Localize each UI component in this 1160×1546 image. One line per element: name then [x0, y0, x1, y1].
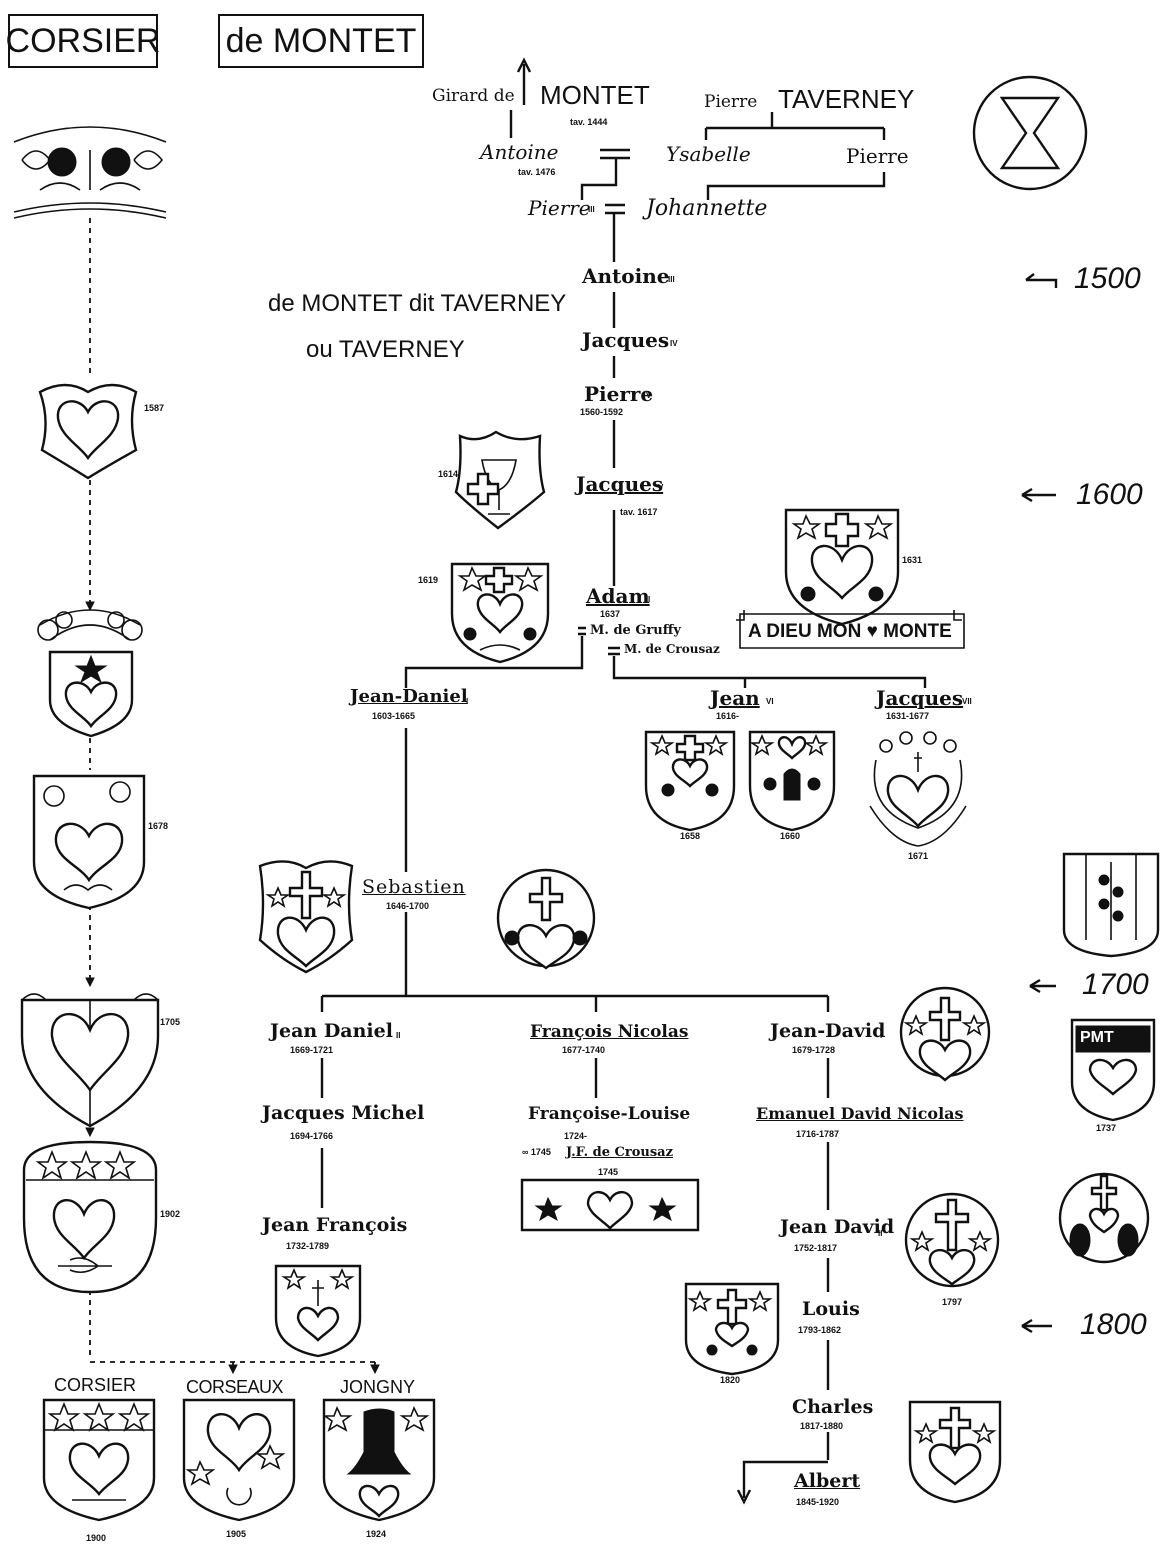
person-taverney: TAVERNEY	[778, 84, 915, 114]
person-antoine1: Antoine	[480, 140, 559, 164]
person-louis-date: 1793-1862	[798, 1325, 842, 1335]
crest-year-1705: 1705	[160, 1017, 181, 1027]
person-francoisnicolas: François Nicolas	[530, 1022, 689, 1042]
demontet-title: de MONTET	[225, 21, 417, 60]
person-jeandavid2: Jean David	[780, 1216, 895, 1238]
crest-year-1631: 1631	[902, 555, 923, 565]
person-pierre3-mark: III	[588, 205, 595, 214]
person-jean6-date: 1616-	[716, 711, 740, 721]
person-charles: Charles	[792, 1396, 874, 1418]
person-francoiselouise: Françoise-Louise	[528, 1104, 691, 1124]
century-1600: 1600	[1076, 478, 1143, 511]
person-antoine3: Antoine	[582, 264, 670, 288]
person-francoiselouise-spouse: J.F. de Crousaz	[566, 1145, 673, 1160]
motto: A DIEU MON ♥ MONTE	[748, 621, 952, 642]
person-jeandavid1-mark: I	[880, 1031, 883, 1040]
person-emanuel-date: 1716-1787	[796, 1129, 840, 1139]
person-albert: Albert	[794, 1470, 861, 1492]
plaque-letters: PMT	[1080, 1029, 1114, 1046]
person-jeandavid2-date: 1752-1817	[794, 1243, 838, 1253]
person-adam-date: 1637	[600, 609, 621, 619]
person-antoine3-mark: III	[668, 275, 675, 284]
person-ysabelle: Ysabelle	[666, 142, 751, 166]
person-jean6: Jean	[710, 686, 760, 710]
person-jacques5-date: tav. 1617	[620, 507, 658, 517]
person-pierre5: Pierre	[584, 382, 654, 406]
crest-year-1924: 1924	[366, 1529, 387, 1539]
commune-corsier: CORSIER	[54, 1375, 137, 1395]
crest-year-1737: 1737	[1096, 1123, 1117, 1133]
person-adam-wife2: M. de Crousaz	[624, 642, 720, 656]
century-1800: 1800	[1080, 1308, 1147, 1341]
person-johannette: Johannette	[646, 196, 768, 221]
person-girard-date: tav. 1444	[570, 117, 608, 127]
crest-year-1660: 1660	[780, 831, 801, 841]
person-jeandaniel1: Jean-Daniel	[350, 686, 468, 707]
person-jean6-mark: VI	[766, 697, 774, 706]
person-francoiselouise-spouse-pre: ∞ 1745	[522, 1147, 551, 1157]
corsier-title: CORSIER	[5, 21, 161, 60]
person-jacques4: Jacques	[582, 328, 670, 352]
corsier-title-box: CORSIER	[5, 14, 161, 68]
person-sebastien-date: 1646-1700	[386, 901, 430, 911]
demontet-title-box: de MONTET	[218, 14, 424, 68]
person-jeandaniel2-mark: II	[396, 1031, 401, 1040]
person-jeandavid1: Jean-David	[770, 1020, 886, 1042]
person-sebastien: Sebastien	[362, 876, 466, 898]
person-francoiselouise-date: 1724-	[564, 1131, 588, 1141]
century-1500: 1500	[1074, 262, 1141, 295]
person-jacquesmichel: Jacques Michel	[262, 1102, 425, 1124]
person-jeanfrancois-date: 1732-1789	[286, 1241, 330, 1251]
crest-year-1902: 1902	[160, 1209, 181, 1219]
person-albert-date: 1845-1920	[796, 1497, 840, 1507]
person-jacques7-mark: VII	[962, 697, 972, 706]
person-adam-mark: I	[648, 595, 651, 604]
subtitle-line1: de MONTET dit TAVERNEY	[268, 290, 567, 317]
person-emanuel: Emanuel David Nicolas	[756, 1104, 964, 1123]
crest-year-1587: 1587	[144, 403, 165, 413]
person-jacques7-date: 1631-1677	[886, 711, 930, 721]
person-pierre5-date: 1560-1592	[580, 407, 624, 417]
crest-year-1900: 1900	[86, 1533, 107, 1543]
crest-year-1671: 1671	[908, 851, 929, 861]
person-louis: Louis	[802, 1298, 860, 1320]
crest-year-1905: 1905	[226, 1529, 247, 1539]
person-jacques7: Jacques	[876, 686, 964, 710]
person-adam: Adam	[586, 584, 650, 608]
person-pierre-t2: Pierre	[846, 144, 909, 168]
person-jacquesmichel-date: 1694-1766	[290, 1131, 334, 1141]
crest-year-1797: 1797	[942, 1297, 963, 1307]
century-1700: 1700	[1082, 968, 1149, 1001]
person-jeandaniel2-date: 1669-1721	[290, 1045, 334, 1055]
person-jeandavid2-mark: II	[878, 1229, 883, 1238]
crest-year-1614: 1614	[438, 469, 459, 479]
subtitle-line2: ou TAVERNEY	[306, 336, 465, 363]
person-jeandaniel1-date: 1603-1665	[372, 711, 416, 721]
person-francoisnicolas-date: 1677-1740	[562, 1045, 606, 1055]
person-girard-pre: Girard de	[432, 86, 515, 106]
person-antoine1-date: tav. 1476	[518, 167, 556, 177]
person-pierre3: Pierre	[528, 196, 591, 220]
person-jacques5-mark: V	[658, 483, 664, 492]
person-girard: MONTET	[540, 80, 650, 110]
person-jacques5: Jacques	[576, 472, 664, 496]
person-pierre5-mark: V	[646, 391, 652, 400]
person-jeanfrancois: Jean François	[262, 1214, 408, 1236]
person-jeandaniel2: Jean Daniel	[270, 1020, 393, 1042]
commune-corseaux: CORSEAUX	[186, 1377, 284, 1397]
person-pierre-t-pre: Pierre	[704, 92, 758, 112]
person-charles-date: 1817-1880	[800, 1421, 844, 1431]
crest-year-1820: 1820	[720, 1375, 741, 1385]
person-jacques4-mark: IV	[670, 339, 678, 348]
crest-year-1658: 1658	[680, 831, 701, 841]
crest-year-1619: 1619	[418, 575, 439, 585]
person-jeandavid1-date: 1679-1728	[792, 1045, 836, 1055]
plaque-year-1745: 1745	[598, 1167, 619, 1177]
crest-year-1678: 1678	[148, 821, 169, 831]
commune-jongny: JONGNY	[340, 1377, 416, 1397]
person-jeandaniel1-mark: I	[466, 697, 469, 706]
person-adam-wife1: M. de Gruffy	[590, 623, 681, 638]
